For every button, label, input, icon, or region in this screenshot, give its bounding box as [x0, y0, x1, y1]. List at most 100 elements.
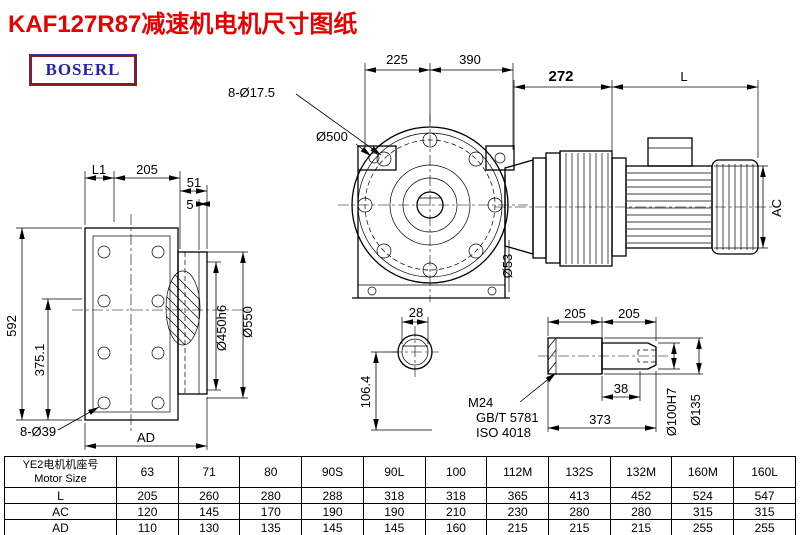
table-row-AC: AC 120 145 170 190 190 210 230 280 280 3… — [4, 503, 796, 520]
mounting-holes — [97, 245, 165, 410]
dim-272: 272 — [548, 68, 573, 85]
cell: 145 — [301, 519, 364, 535]
dim-106: 106.4 — [358, 376, 373, 409]
dim-373: 373 — [589, 412, 611, 427]
cell: 130 — [177, 519, 241, 535]
cell: 315 — [671, 503, 735, 520]
row-label: AD — [4, 519, 117, 535]
cell: 145 — [362, 519, 426, 535]
shaft-detail-view: 205 205 38 373 M24 GB/T 5781 ISO 4018 Ø1… — [468, 306, 703, 440]
table-corner-cell: YE2电机机座号 Motor Size — [4, 456, 117, 488]
dim-390: 390 — [459, 52, 481, 67]
col-header: 132S — [548, 456, 611, 488]
dim-205a: 205 — [564, 306, 586, 321]
cell: 215 — [486, 519, 550, 535]
dim-205b: 205 — [618, 306, 640, 321]
col-header: 90S — [301, 456, 364, 488]
cell: 230 — [486, 503, 550, 520]
dim-L: L — [680, 69, 687, 84]
cell: 413 — [548, 487, 611, 504]
flange-edge — [177, 251, 208, 395]
dim-592: 592 — [4, 315, 19, 337]
cell: 135 — [239, 519, 303, 535]
col-header: 80 — [239, 456, 303, 488]
flange-bolt-holes — [357, 132, 503, 278]
dimension-table: YE2电机机座号 Motor Size 63 71 80 90S 90L 100… — [4, 456, 796, 535]
flange-circle-d500 — [351, 126, 509, 284]
left-side-view — [72, 214, 252, 434]
shaft-end-view: 28 106.4 — [358, 305, 439, 431]
dim-d135: Ø135 — [688, 394, 703, 426]
d53-dimension: Ø53 — [500, 240, 515, 292]
cell: 280 — [548, 503, 611, 520]
cell: 215 — [609, 519, 673, 535]
cell: 215 — [548, 519, 611, 535]
cell: 190 — [362, 503, 426, 520]
callout-gbt: GB/T 5781 — [476, 410, 539, 425]
motor-length-dimensions: 272 L — [513, 68, 759, 158]
col-header: 160L — [733, 456, 796, 488]
dim-d53: Ø53 — [500, 254, 515, 279]
dim-38: 38 — [614, 381, 628, 396]
cell: 288 — [301, 487, 364, 504]
table-header-row: YE2电机机座号 Motor Size 63 71 80 90S 90L 100… — [4, 456, 796, 488]
cell: 365 — [486, 487, 550, 504]
left-view-dimensions: L1 205 51 5 592 375.1 8-Ø39 AD Ø450h6 Ø5… — [4, 162, 255, 450]
cell: 452 — [609, 487, 673, 504]
adapter-fins — [559, 150, 613, 267]
dim-28: 28 — [409, 305, 423, 320]
row-label: AC — [4, 503, 117, 520]
dim-225: 225 — [386, 52, 408, 67]
callout-iso: ISO 4018 — [476, 425, 531, 440]
col-header: 71 — [177, 456, 241, 488]
terminal-box — [647, 137, 693, 167]
front-view — [338, 115, 775, 302]
cell: 145 — [177, 503, 241, 520]
corner-cn: YE2电机机座号 — [22, 459, 99, 471]
cell: 280 — [609, 503, 673, 520]
dim-5: 5 — [186, 197, 193, 212]
col-header: 132M — [609, 456, 673, 488]
cell: 524 — [671, 487, 735, 504]
cell: 110 — [116, 519, 179, 535]
dim-AC: AC — [769, 199, 784, 217]
table-row-L: L 205 260 280 288 318 318 365 413 452 52… — [4, 487, 796, 504]
corner-en: Motor Size — [34, 473, 87, 485]
dim-d550: Ø550 — [240, 306, 255, 338]
technical-drawing: L1 205 51 5 592 375.1 8-Ø39 AD Ø450h6 Ø5… — [4, 52, 784, 450]
ac-dimension: AC — [714, 165, 784, 249]
cell: 260 — [177, 487, 241, 504]
row-label: L — [4, 487, 117, 504]
cell: 210 — [424, 503, 488, 520]
cell: 170 — [239, 503, 303, 520]
col-header: 90L — [362, 456, 426, 488]
dim-d100H7: Ø100H7 — [664, 388, 679, 436]
dim-AD: AD — [137, 430, 155, 445]
cell: 280 — [239, 487, 303, 504]
cell: 160 — [424, 519, 488, 535]
dim-d500: Ø500 — [316, 129, 348, 144]
dim-d450h6: Ø450h6 — [214, 305, 229, 351]
cell: 318 — [362, 487, 426, 504]
col-header: 160M — [671, 456, 735, 488]
col-header: 63 — [116, 456, 179, 488]
dim-8xd17: 8-Ø17.5 — [228, 85, 275, 100]
cell: 255 — [671, 519, 735, 535]
cell: 318 — [424, 487, 488, 504]
gearbox-body-outline — [84, 227, 179, 421]
dim-8xd39: 8-Ø39 — [20, 424, 56, 439]
cell: 190 — [301, 503, 364, 520]
top-dimensions: 225 390 8-Ø17.5 Ø500 — [228, 52, 514, 157]
cell: 547 — [733, 487, 796, 504]
dim-205: 205 — [136, 162, 158, 177]
col-header: 112M — [486, 456, 550, 488]
dim-375: 375.1 — [32, 344, 47, 377]
table-row-AD: AD 110 130 135 145 145 160 215 215 215 2… — [4, 519, 796, 535]
page-title: KAF127R87减速机电机尺寸图纸 — [8, 11, 358, 38]
cell: 315 — [733, 503, 796, 520]
cell: 255 — [733, 519, 796, 535]
brand-logo: BOSERL — [29, 54, 137, 86]
hollow-shaft-section — [165, 270, 201, 346]
dim-51: 51 — [187, 175, 201, 190]
cell: 120 — [116, 503, 179, 520]
